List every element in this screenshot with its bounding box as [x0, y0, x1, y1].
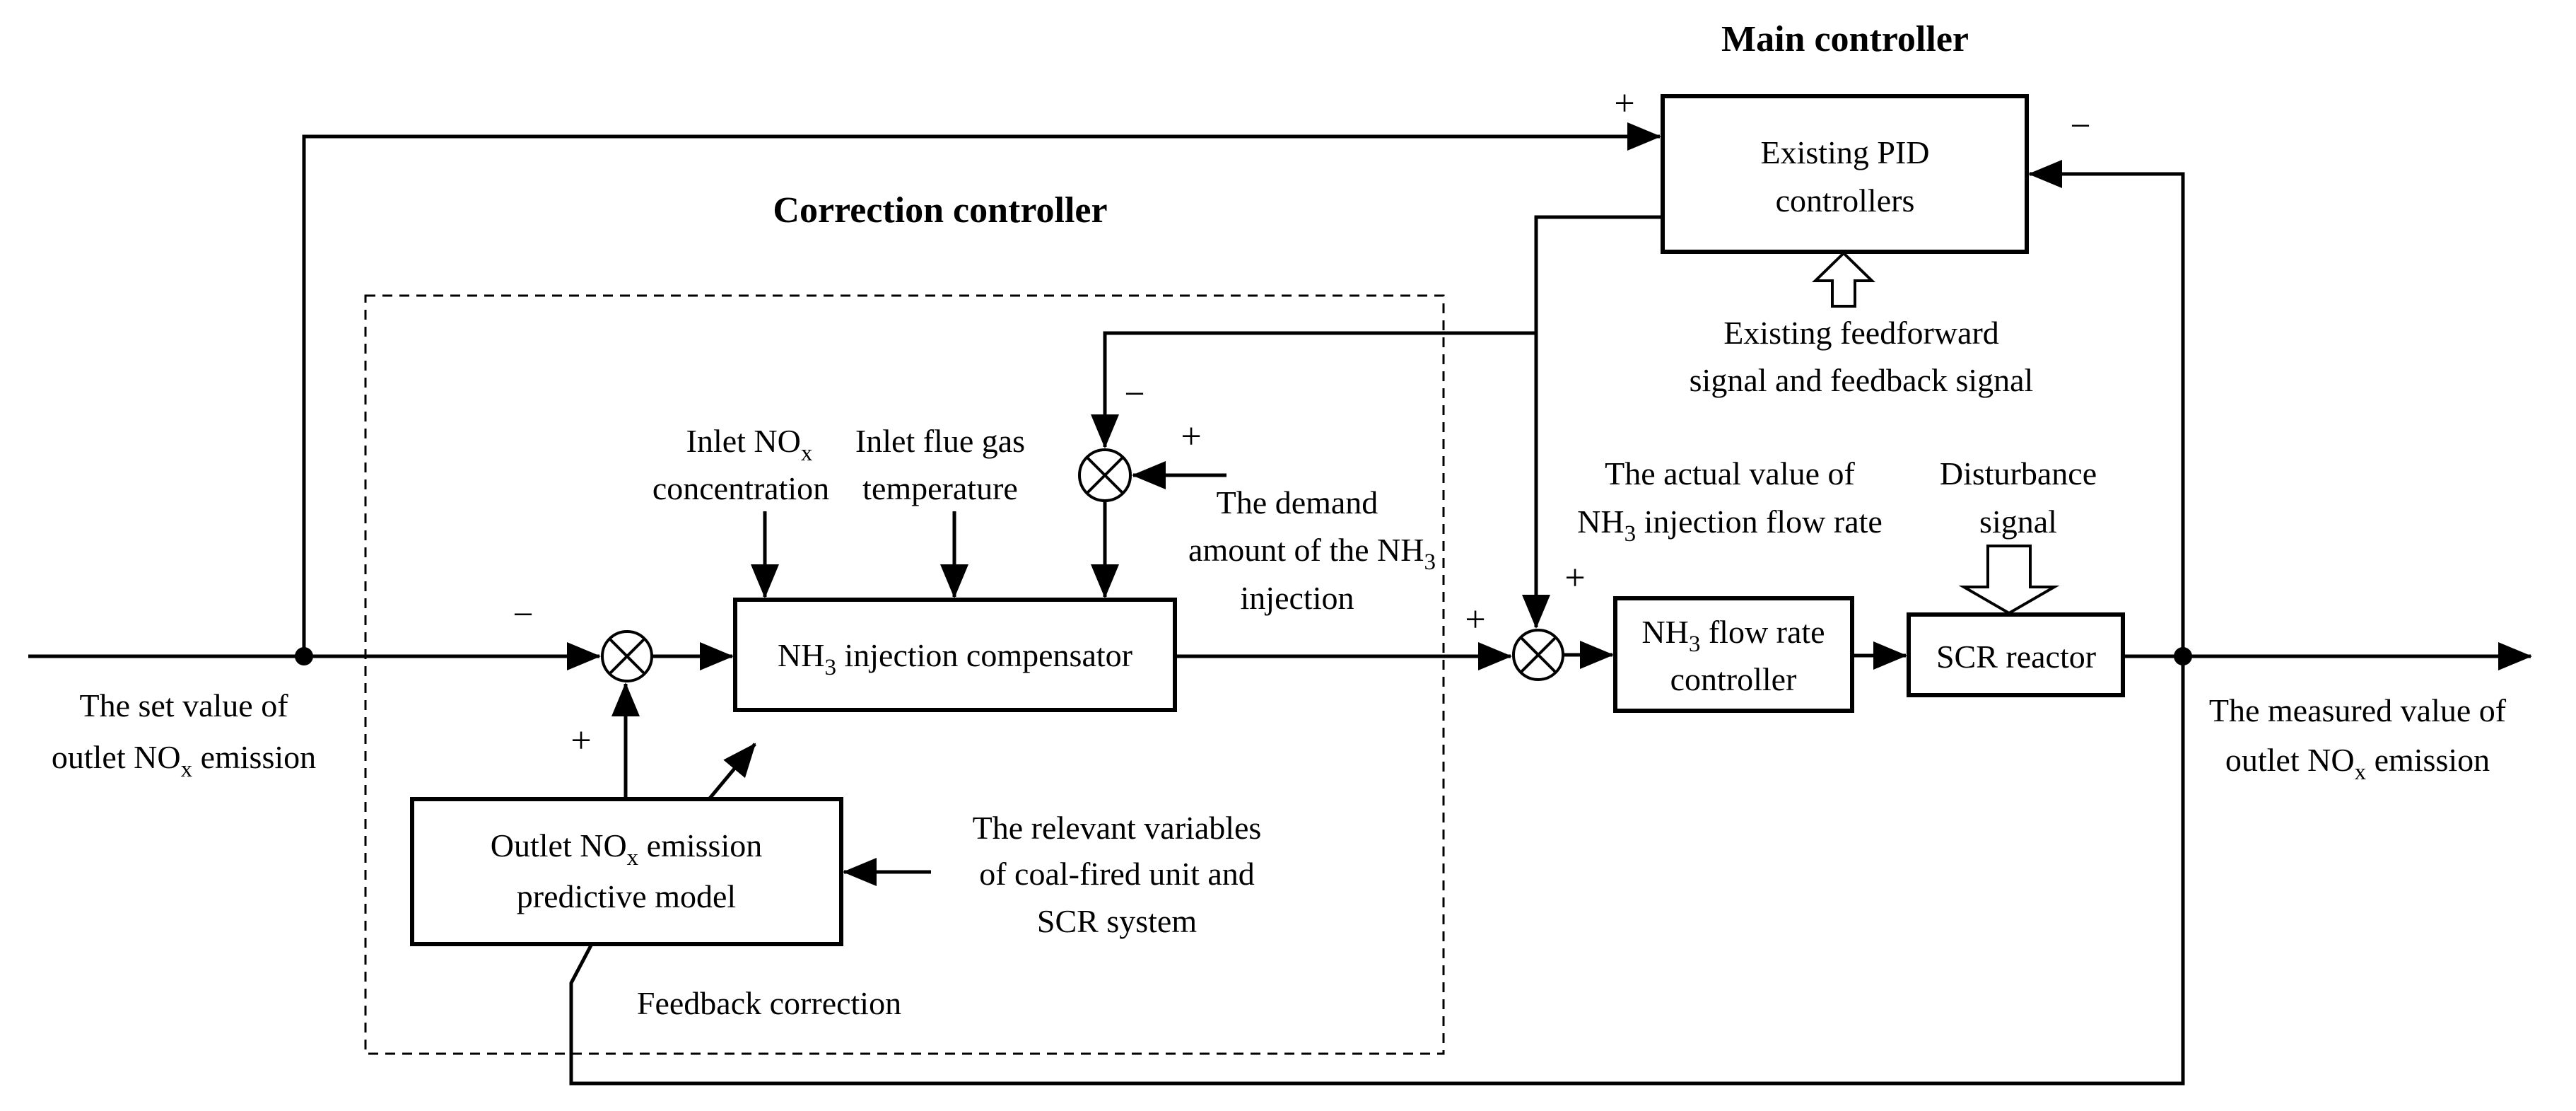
- svg-text:Inlet NOx: Inlet NOx: [686, 423, 813, 466]
- pid-input-plus-sign: +: [1614, 83, 1634, 124]
- svg-text:NH3 injection flow rate: NH3 injection flow rate: [1577, 504, 1883, 547]
- svg-text:Disturbance: Disturbance: [1940, 455, 2097, 491]
- sj3-plus-sign: +: [1181, 417, 1201, 457]
- sj2-left-plus-sign: +: [1465, 600, 1485, 640]
- setpoint-branch-to-pid-line: [302, 122, 1661, 656]
- svg-text:The actual value of: The actual value of: [1605, 455, 1855, 491]
- svg-text:outlet NOx emission: outlet NOx emission: [52, 739, 316, 782]
- demand-amount-label: The demand amount of the NH3 injection: [1188, 484, 1436, 616]
- setpoint-branch-dot: [295, 647, 313, 665]
- svg-text:predictive model: predictive model: [517, 878, 736, 914]
- nh3-flow-rate-controller-box: [1613, 596, 1854, 713]
- pid-output-to-sj2-line: [1522, 215, 1663, 629]
- measured-branch-dot: [2174, 647, 2192, 665]
- relevant-variables-label: The relevant variables of coal-fired uni…: [973, 810, 1262, 939]
- correction-controller-title: Correction controller: [773, 190, 1107, 231]
- actual-value-label: The actual value of NH3 injection flow r…: [1577, 455, 1883, 547]
- summing-junction-sj3: [1078, 448, 1132, 502]
- nh3-injection-compensator-box: [733, 598, 1177, 712]
- existing-signals-label: Existing feedforward signal and feedback…: [1690, 315, 2034, 398]
- inlet-nox-label: Inlet NOx concentration: [652, 423, 829, 506]
- svg-text:of coal-fired unit and: of coal-fired unit and: [979, 856, 1255, 892]
- svg-text:signal: signal: [1979, 504, 2057, 540]
- sj1-plus-sign: +: [570, 721, 591, 761]
- svg-text:Existing PID: Existing PID: [1761, 134, 1930, 170]
- inlet-flue-gas-label: Inlet flue gas temperature: [855, 423, 1025, 506]
- compensator-box-label: NH3 injection compensator: [778, 637, 1132, 680]
- scr-box-label: SCR reactor: [1936, 639, 2096, 675]
- svg-text:temperature: temperature: [862, 470, 1018, 506]
- svg-text:SCR system: SCR system: [1037, 903, 1197, 939]
- svg-text:signal and feedback signal: signal and feedback signal: [1690, 362, 2034, 398]
- correction-controller-dashed-boundary: [364, 294, 1445, 1055]
- model-correction-diagonal-arrow: [708, 743, 756, 801]
- bottom-feedback-to-model-line: [569, 656, 2185, 1086]
- svg-text:The relevant variables: The relevant variables: [973, 810, 1262, 846]
- svg-text:NH3 flow rate: NH3 flow rate: [1641, 614, 1825, 657]
- main-controller-title: Main controller: [1721, 19, 1969, 59]
- svg-text:controller: controller: [1670, 661, 1797, 697]
- predictive-model-box: [410, 797, 843, 946]
- svg-text:controllers: controllers: [1776, 182, 1915, 219]
- sj1-minus-sign: −: [513, 595, 533, 635]
- svg-text:amount of the NH3: amount of the NH3: [1188, 532, 1436, 575]
- model-box-label: Outlet NOx emission predictive model: [491, 827, 762, 914]
- svg-text:The set value of: The set value of: [79, 687, 288, 723]
- svg-text:The demand: The demand: [1217, 484, 1378, 520]
- set-value-label: The set value of outlet NOx emission: [52, 687, 316, 782]
- scr-reactor-box: [1907, 612, 2125, 697]
- flow-rate-box-label: NH3 flow rate controller: [1641, 614, 1825, 697]
- summing-junction-sj1: [601, 630, 653, 682]
- sj2-top-plus-sign: +: [1564, 558, 1585, 598]
- summing-junction-sj2: [1512, 629, 1564, 681]
- disturbance-label: Disturbance signal: [1940, 455, 2097, 540]
- disturbance-hollow-down-arrow: [1958, 545, 2060, 615]
- svg-text:Inlet flue gas: Inlet flue gas: [855, 423, 1025, 459]
- pid-controllers-box: [1661, 94, 2029, 254]
- feedforward-hollow-up-arrow: [1812, 251, 1875, 308]
- pid-feedback-minus-sign: −: [2070, 106, 2090, 146]
- svg-text:injection: injection: [1241, 580, 1354, 616]
- svg-text:concentration: concentration: [652, 470, 829, 506]
- svg-text:Existing feedforward: Existing feedforward: [1723, 315, 1999, 351]
- svg-text:Outlet NOx emission: Outlet NOx emission: [491, 827, 762, 871]
- measured-value-label: The measured value of outlet NOx emissio…: [2209, 692, 2507, 785]
- measured-feedback-to-pid-line: [2028, 160, 2185, 656]
- pid-box-label: Existing PID controllers: [1761, 134, 1930, 219]
- pid-output-branch-to-sj3-line: [1091, 331, 1536, 448]
- sj3-minus-sign: −: [1124, 374, 1144, 414]
- svg-text:The measured value of: The measured value of: [2209, 692, 2507, 728]
- feedback-correction-label: Feedback correction: [637, 985, 901, 1021]
- svg-text:outlet NOx emission: outlet NOx emission: [2225, 742, 2490, 785]
